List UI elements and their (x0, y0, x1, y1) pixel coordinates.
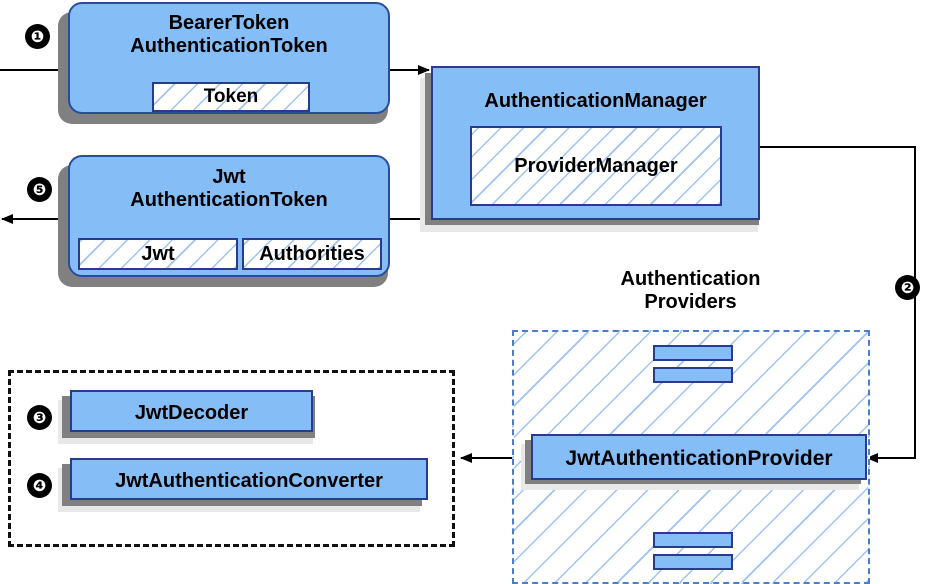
authentication-manager-title: AuthenticationManager (484, 90, 707, 112)
step-marker-1: ❶ (25, 24, 50, 49)
other-provider-stripe-top-1[interactable] (653, 345, 733, 361)
jwt-authentication-converter-title: JwtAuthenticationConverter (115, 470, 383, 492)
step-marker-4: ❹ (27, 473, 52, 498)
provider-manager-label: ProviderManager (514, 154, 678, 177)
bearer-token-title: BearerToken AuthenticationToken (130, 12, 328, 57)
authentication-providers-caption: Authentication Providers (620, 268, 761, 314)
jwt-authentication-provider-card[interactable]: JwtAuthenticationProvider (531, 434, 867, 480)
jwt-token-inner-authorities[interactable]: Authorities (242, 238, 382, 270)
jwt-token-inner-authorities-label: Authorities (259, 242, 365, 265)
authentication-manager-card[interactable]: AuthenticationManager ProviderManager (431, 66, 760, 220)
jwt-decoder-title: JwtDecoder (134, 402, 249, 424)
bearer-token-inner-token-label: Token (203, 86, 259, 107)
jwt-authentication-provider-title: JwtAuthenticationProvider (565, 447, 833, 470)
jwt-decoder-card[interactable]: JwtDecoder (70, 390, 313, 432)
jwt-token-title: Jwt AuthenticationToken (130, 166, 328, 211)
jwt-token-card[interactable]: Jwt AuthenticationToken Jwt Authorities (68, 155, 390, 277)
other-provider-stripe-top-2[interactable] (653, 367, 733, 383)
provider-manager-inner[interactable]: ProviderManager (470, 126, 722, 206)
step-marker-5: ❺ (27, 177, 52, 202)
jwt-token-inner-jwt[interactable]: Jwt (78, 238, 238, 270)
jwt-authentication-converter-card[interactable]: JwtAuthenticationConverter (70, 458, 428, 500)
jwt-token-inner-jwt-label: Jwt (141, 242, 175, 265)
other-provider-stripe-bottom-2[interactable] (653, 554, 733, 570)
other-provider-stripe-bottom-1[interactable] (653, 532, 733, 548)
bearer-token-inner-token[interactable]: Token (152, 82, 310, 112)
step-marker-3: ❸ (27, 405, 52, 430)
step-marker-2: ❷ (895, 275, 920, 300)
jwt-support-region (8, 370, 455, 547)
bearer-token-card[interactable]: BearerToken AuthenticationToken Token (68, 2, 390, 114)
